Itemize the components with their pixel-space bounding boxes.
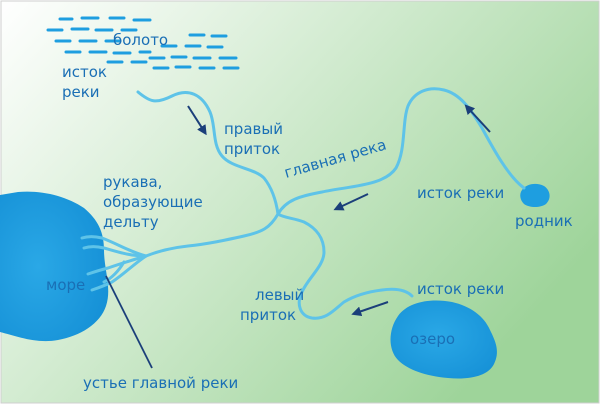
swamp-source-label-line2: реки [62,83,100,101]
delta-branch-1 [80,235,148,258]
left-tributary-line [276,212,414,320]
lake-source-label: исток реки [417,280,504,298]
branches-label-line1: рукава, [103,173,162,191]
swamp-marks [46,16,240,70]
right-tributary-label-line2: приток [224,140,280,158]
delta-branch-5 [102,260,126,284]
spring-area [520,183,550,207]
lake-label: озеро [410,330,455,348]
mouth-label: устье главной реки [83,374,238,392]
right-tributary-label-line1: правый [224,120,283,138]
swamp-label: болото [113,31,168,49]
delta-branch-2 [82,245,148,258]
left-tributary-label-line2: приток [240,306,296,324]
delta-branch-3 [86,254,148,276]
mouth-pointer-line [105,275,153,369]
right-tributary-line [136,90,280,216]
branches-label-line3: дельту [103,213,159,231]
sea-area [0,191,109,342]
swamp-source-label-line1: исток [62,63,107,81]
branches-label-line2: образующие [103,193,203,211]
spring-label: родник [515,212,573,230]
river-network [80,87,526,320]
arrow-spring-source [464,104,491,133]
spring-source-label: исток реки [417,184,504,202]
lake-area [390,300,497,379]
arrow-main-river [333,193,369,211]
sea-label: море [46,276,85,294]
arrow-left-tributary [351,301,389,317]
arrow-right-tributary [187,105,207,136]
delta-branch-4 [90,254,148,292]
left-tributary-label-line1: левый [255,286,304,304]
flow-arrows [187,104,491,317]
